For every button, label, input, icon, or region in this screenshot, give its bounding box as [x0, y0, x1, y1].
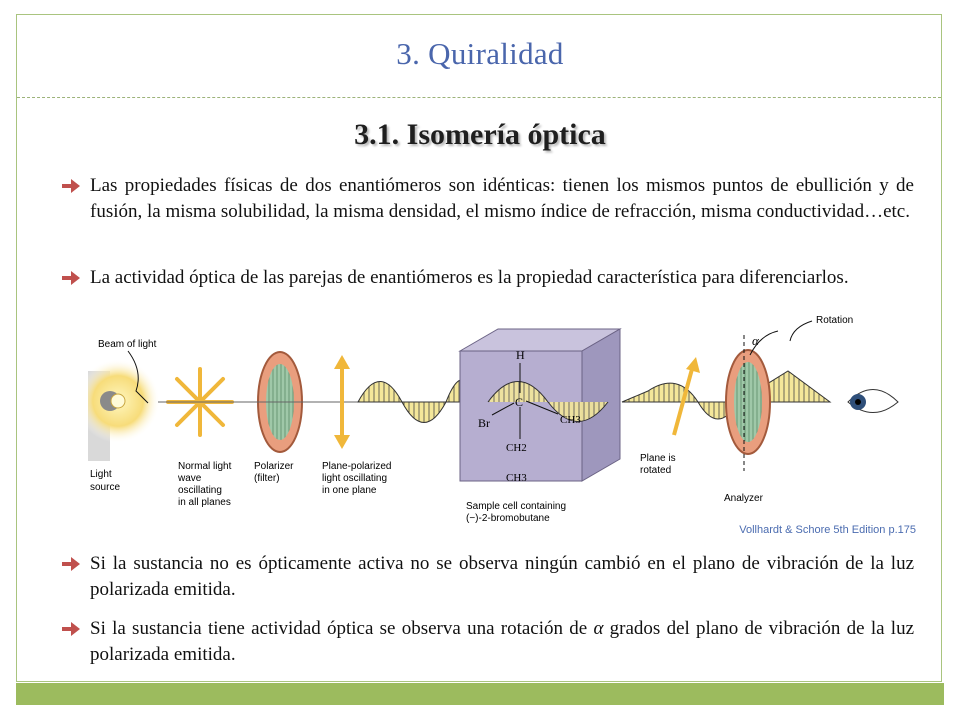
label-plane-pol-3: in one plane	[322, 485, 377, 496]
light-source	[88, 359, 160, 461]
sample-cell: H C Br CH3 CH2 CH3	[458, 328, 622, 484]
label-rotation: Rotation	[816, 315, 853, 326]
alpha-symbol: α	[752, 333, 760, 348]
slide-frame	[16, 14, 942, 682]
bullet-text: Si la sustancia no es ópticamente activa…	[90, 553, 914, 600]
figure-caption: Vollhardt & Schore 5th Edition p.175	[739, 524, 916, 536]
bottom-accent-bar	[16, 683, 944, 705]
label-sample: Sample cell containing	[466, 501, 566, 512]
title-divider	[17, 97, 941, 98]
alpha-symbol: α	[593, 618, 604, 639]
atom-c: C	[515, 395, 523, 409]
rotated-polarization-arrow	[672, 357, 700, 436]
label-rotated-2: rotated	[640, 465, 671, 476]
label-light-source: Light	[90, 469, 112, 480]
right-arrow-icon	[62, 179, 80, 193]
label-normal: Normal light	[178, 461, 232, 472]
bullet-item: Si la sustancia no es ópticamente activa…	[60, 551, 914, 603]
label-normal-4: in all planes	[178, 497, 231, 508]
label-light-source-2: source	[90, 482, 120, 493]
right-arrow-icon	[62, 557, 80, 571]
bullet-item: La actividad óptica de las parejas de en…	[60, 265, 914, 311]
atom-ch3-right: CH3	[560, 414, 581, 426]
label-plane-pol: Plane-polarized	[322, 461, 392, 472]
label-normal-3: oscillating	[178, 485, 222, 496]
label-normal-2: wave	[177, 473, 202, 484]
polarized-wave	[357, 379, 469, 423]
bullet-text-part: Si la sustancia tiene actividad óptica s…	[90, 618, 594, 639]
label-analyzer: Analyzer	[724, 493, 764, 504]
label-plane-pol-2: light oscillating	[322, 473, 387, 484]
atom-ch3-bottom: CH3	[506, 472, 527, 484]
label-polarizer-2: (filter)	[254, 473, 280, 484]
eye-icon	[847, 389, 899, 413]
right-arrow-icon	[62, 271, 80, 285]
label-beam: Beam of light	[98, 339, 157, 350]
atom-ch2: CH2	[506, 442, 527, 454]
atom-br: Br	[478, 416, 490, 430]
bullet-item: Si la sustancia tiene actividad óptica s…	[60, 616, 914, 668]
bullet-text-part: grados del plano de vibración de la luz …	[90, 618, 915, 665]
right-arrow-icon	[62, 622, 80, 636]
bullet-text: La actividad óptica de las parejas de en…	[90, 267, 849, 288]
label-polarizer: Polarizer	[254, 461, 294, 472]
slide-subtitle: 3.1. Isomería óptica	[354, 118, 606, 151]
bullet-text: Si la sustancia tiene actividad óptica s…	[90, 616, 914, 668]
label-rotated: Plane is	[640, 453, 676, 464]
atom-h: H	[516, 348, 525, 362]
polarimeter-diagram: Beam of light Light source Normal light …	[88, 311, 918, 541]
slide-title: 3. Quiralidad	[396, 36, 564, 71]
label-sample-2: (−)-2-bromobutane	[466, 513, 550, 524]
bullet-text: Las propiedades físicas de dos enantióme…	[90, 175, 914, 222]
analyzer-disk	[725, 335, 771, 471]
bullet-item: Las propiedades físicas de dos enantióme…	[60, 173, 914, 225]
